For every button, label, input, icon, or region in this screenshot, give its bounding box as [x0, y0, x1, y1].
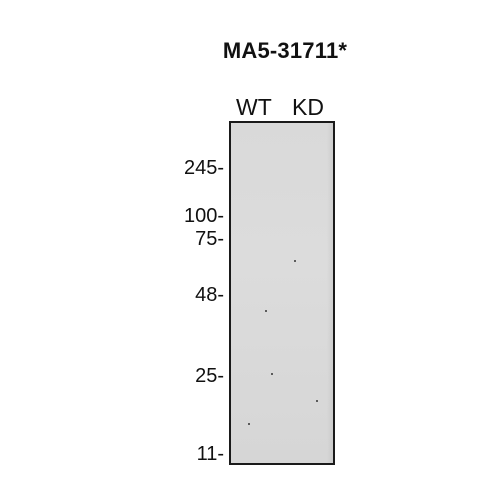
speck — [265, 310, 267, 312]
blot-membrane — [229, 121, 335, 465]
speck — [316, 400, 318, 402]
lane-label-kd: KD — [292, 94, 324, 120]
speck — [248, 423, 250, 425]
membrane-edge-shading — [327, 123, 333, 463]
speck — [294, 260, 296, 262]
marker-11: 11- — [196, 443, 224, 465]
marker-25: 25- — [195, 365, 224, 387]
speck — [271, 373, 273, 375]
marker-100: 100- — [183, 205, 224, 227]
marker-75: 75- — [195, 228, 224, 250]
lane-label-wt: WT — [236, 94, 272, 120]
blot-title: MA5-31711* — [222, 38, 348, 63]
marker-245: 245- — [183, 157, 224, 179]
marker-48: 48- — [195, 284, 224, 306]
